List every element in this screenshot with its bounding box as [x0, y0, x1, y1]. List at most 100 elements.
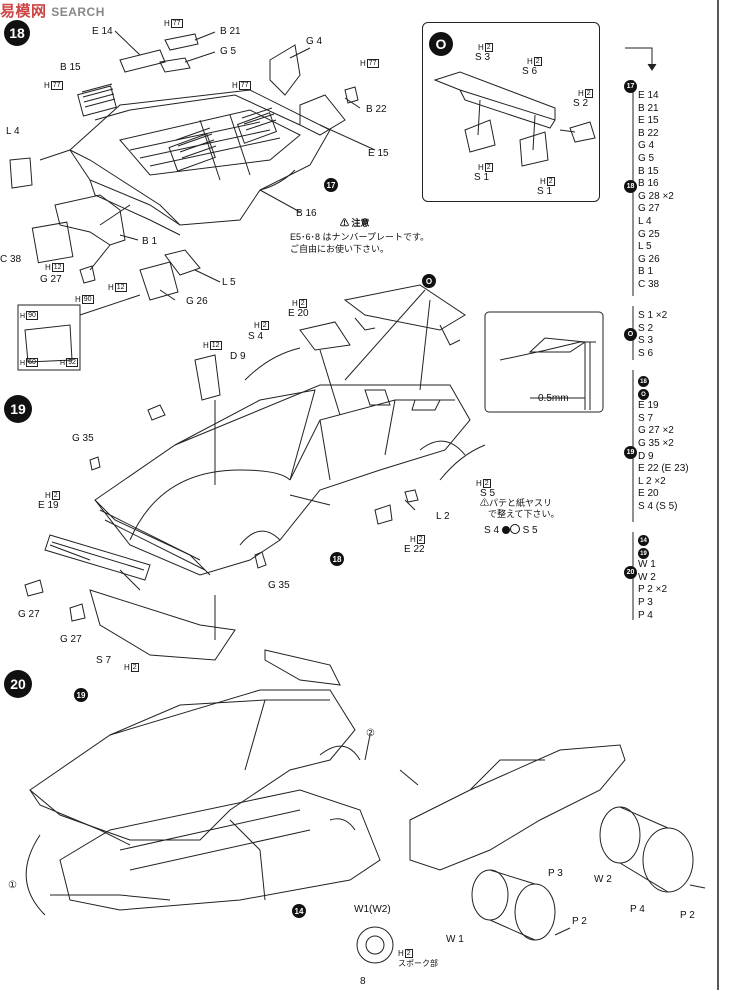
- caution-line2: ご自由にお使い下さい。: [290, 244, 390, 254]
- putty-note-1: ⚠パテと紙ヤスリ: [480, 498, 553, 508]
- part-item: S 2: [638, 322, 654, 334]
- part-item: L 2 ×2: [638, 475, 666, 487]
- ref-19-marker: 19: [74, 688, 88, 702]
- o-s1-b: S 1: [537, 186, 553, 197]
- step18-body-drawing: [69, 89, 331, 236]
- putty-note-2: で整えて下さい。: [488, 509, 560, 519]
- col-ref-17: 17: [624, 80, 637, 93]
- step19-parts: [24, 284, 486, 661]
- label-e20: E 20: [288, 308, 309, 319]
- step19-leaders: [49, 289, 431, 640]
- part-item: G 28 ×2: [638, 190, 674, 202]
- label-p2-a: P 2: [572, 916, 587, 927]
- ref-18-marker: 18: [330, 552, 344, 566]
- part-item: G 26: [638, 253, 660, 265]
- label-w1w2: W1(W2): [354, 904, 391, 915]
- page-number: 8: [360, 976, 366, 987]
- o-s2: S 2: [573, 98, 589, 109]
- col-ref-19: 19: [624, 446, 637, 459]
- label-dim: 0.5mm: [538, 393, 569, 404]
- part-item: B 15: [638, 165, 659, 177]
- part-item: D 9: [638, 450, 654, 462]
- label-b1: B 1: [142, 236, 158, 247]
- label-s7: S 7: [96, 655, 112, 666]
- label-p3: P 3: [548, 868, 563, 879]
- part-item: B 16: [638, 178, 659, 190]
- part-item: W 2: [638, 571, 656, 583]
- part-item: G 4: [638, 140, 655, 152]
- part-item: E 14: [638, 90, 659, 101]
- step18-leaders: [39, 30, 376, 301]
- label-p4: P 4: [630, 904, 645, 915]
- col-ref-18b: 18: [638, 376, 649, 387]
- col-ref-14: 14: [638, 535, 649, 546]
- part-item: W 1: [638, 559, 656, 571]
- part-item: P 4: [638, 609, 653, 621]
- label-g27-a: G 27: [18, 609, 40, 620]
- caution-line1: E5･6･8 はナンバープレートです。: [290, 232, 430, 242]
- ref-17-marker: 17: [324, 178, 338, 192]
- step-o-marker: O: [429, 32, 453, 56]
- label-g27-b: G 27: [60, 634, 82, 645]
- label-s4: S 4: [248, 331, 264, 342]
- o-s6: S 6: [522, 66, 538, 77]
- label-b22: B 22: [366, 104, 387, 115]
- part-item: L 5: [638, 241, 652, 253]
- label-g35-a: G 35: [72, 433, 94, 444]
- step18-parts: [9, 33, 359, 371]
- step-20-marker: 20: [4, 670, 32, 698]
- stepO-drawing: [433, 71, 596, 167]
- watermark-sub: SEARCH: [51, 5, 105, 19]
- part-item: E 22 (E 23): [638, 463, 689, 475]
- part-item: G 5: [638, 152, 655, 164]
- parts-group-19: E 19 S 7 G 27 ×2 G 35 ×2 D 9 E 22 (E 23)…: [638, 375, 689, 514]
- part-item: S 1 ×2: [638, 310, 668, 321]
- label-g4: G 4: [306, 36, 323, 47]
- label-l4: L 4: [6, 126, 20, 137]
- part-item: G 35 ×2: [638, 437, 674, 449]
- label-e22: E 22: [404, 544, 425, 555]
- caution-title: ⚠ 注意: [340, 218, 370, 228]
- watermark: 易模网 SEARCH: [0, 0, 105, 21]
- parts-group-18-a: E 14 B 21 E 15 B 22 G 4 G 5 B 15 B 16 G …: [638, 90, 674, 292]
- label-e15: E 15: [368, 148, 389, 159]
- o-s3: S 3: [475, 52, 491, 63]
- label-w2: W 2: [594, 874, 612, 885]
- step-18-marker: 18: [4, 20, 30, 46]
- part-item: E 19: [638, 400, 659, 412]
- part-item: E 20: [638, 488, 659, 500]
- parts-group-20: W 1 W 2 P 2 ×2 P 3 P 4: [638, 534, 667, 622]
- watermark-brand: 易模网: [0, 3, 47, 20]
- part-item: S 4 (S 5): [638, 500, 678, 512]
- part-item: S 3: [638, 335, 654, 347]
- label-b21: B 21: [220, 26, 241, 37]
- ref-14-marker: 14: [292, 904, 306, 918]
- part-item: B 21: [638, 102, 659, 114]
- step19-body-drawing: [94, 384, 471, 576]
- part-item: P 2 ×2: [638, 584, 668, 596]
- label-circle-2: ②: [366, 728, 375, 739]
- s4-s5-diagram: S 4 S 5: [484, 524, 538, 536]
- o-s1-a: S 1: [474, 172, 490, 183]
- label-l5: L 5: [222, 277, 236, 288]
- part-item: S 7: [638, 412, 654, 424]
- label-b15: B 15: [60, 62, 81, 73]
- part-item: E 15: [638, 115, 659, 127]
- part-item: C 38: [638, 278, 660, 290]
